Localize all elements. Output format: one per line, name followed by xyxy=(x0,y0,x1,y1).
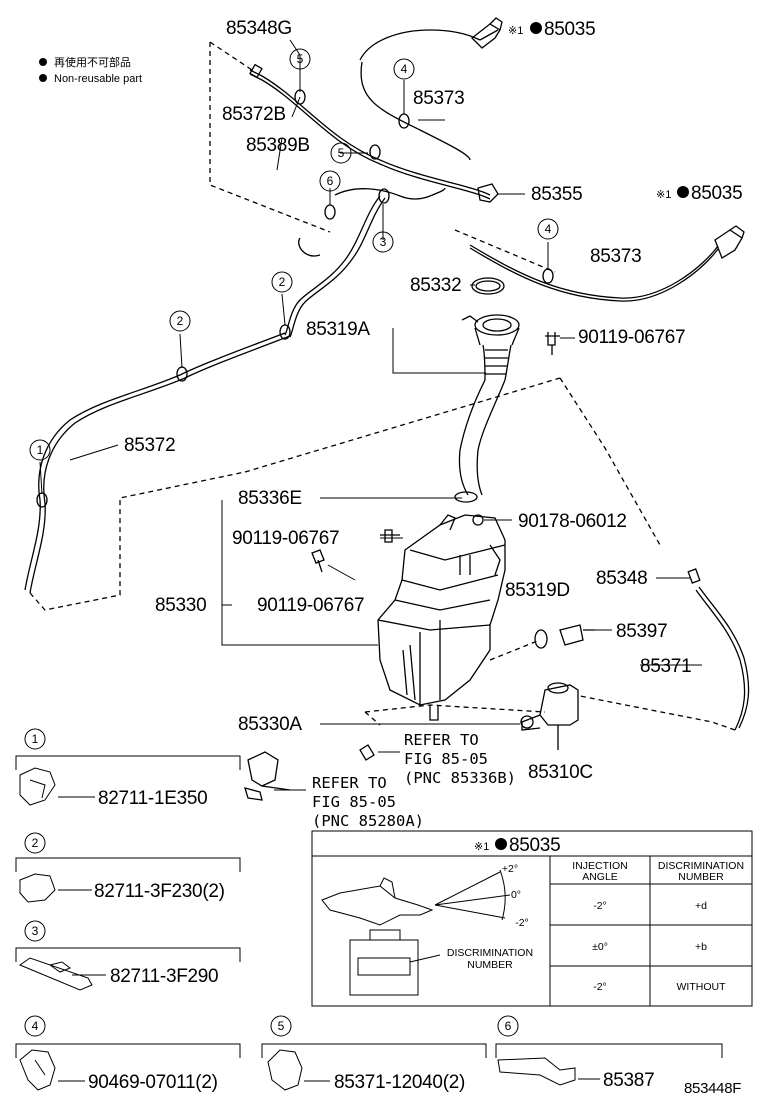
col-header-1b: ANGLE xyxy=(582,871,618,883)
part-label: 90119-06767 xyxy=(578,327,685,348)
bolts xyxy=(311,332,560,573)
part-label: 85348G xyxy=(226,18,292,39)
part-labels: 85348G 85372B 85389B 85373 85355 85373 8… xyxy=(124,18,742,1097)
washer-tank xyxy=(377,514,506,721)
callout-1: 1 xyxy=(37,443,44,457)
clip-box-num: 4 xyxy=(32,1019,39,1033)
row3-angle: -2° xyxy=(593,981,607,993)
legend-jp: 再使用不可部品 xyxy=(54,55,131,69)
hose-85371 xyxy=(579,586,750,731)
pump-85310C xyxy=(359,624,595,761)
clip-box-num: 3 xyxy=(32,924,39,938)
row1-disc: +d xyxy=(695,900,707,912)
clip-part: 82711-3F290 xyxy=(110,966,218,987)
part-label: 85372 xyxy=(124,435,175,456)
callout-numbers: 5 4 5 6 3 2 2 1 4 1 2 3 4 5 6 xyxy=(32,52,552,1033)
part-label: 85336E xyxy=(238,488,302,509)
row3-disc: WITHOUT xyxy=(677,981,727,993)
non-reusable-icon xyxy=(677,186,689,198)
mark-symbol: ※1 xyxy=(508,25,523,37)
part-label: 85355 xyxy=(531,184,582,205)
marked-parts: ※1 85035 ※1 85035 ※1 85035 xyxy=(474,19,743,856)
part-label: 85330 xyxy=(155,595,206,616)
figure-id: 853448F xyxy=(684,1080,741,1097)
clip-box-num: 1 xyxy=(32,732,39,746)
legend-en: Non-reusable part xyxy=(54,73,142,85)
callout-2: 2 xyxy=(177,314,184,328)
angle-minus: -2° xyxy=(515,917,529,929)
part-label: 85373 xyxy=(413,88,464,109)
clip-part: 82711-3F230(2) xyxy=(94,881,225,902)
angle-zero: 0° xyxy=(511,889,521,901)
refer-1-line1: REFER TO xyxy=(404,731,479,749)
table-title-part: 85035 xyxy=(509,835,560,856)
clip-part: 90469-07011(2) xyxy=(88,1072,218,1093)
clip-box-num: 6 xyxy=(505,1019,512,1033)
part-label: 85371 xyxy=(640,656,691,677)
mark-symbol: ※1 xyxy=(474,841,489,853)
nozzle-detail-table xyxy=(311,830,753,1007)
part-label: 90178-06012 xyxy=(518,511,627,532)
part-label: 90119-06767 xyxy=(232,528,339,549)
callout-4: 4 xyxy=(545,222,552,236)
refer-1-line3: (PNC 85336B) xyxy=(404,769,516,787)
callout-circles xyxy=(24,48,559,1037)
angle-plus: +2° xyxy=(502,863,518,875)
washer-motor xyxy=(244,751,291,801)
part-label: 85389B xyxy=(246,135,310,156)
callout-3: 3 xyxy=(380,235,387,249)
legend-bullet-icon xyxy=(39,74,47,82)
part-label: 85372B xyxy=(222,104,286,125)
table-text: +2° 0° -2° DISCRIMINATION NUMBER INJECTI… xyxy=(447,860,744,993)
part-label: 90119-06767 xyxy=(257,595,364,616)
callout-2: 2 xyxy=(279,275,286,289)
refer-2-line2: FIG 85-05 xyxy=(312,793,396,811)
part-label: 85332 xyxy=(410,275,461,296)
non-reusable-icon xyxy=(530,22,542,34)
nozzle-85035-top xyxy=(471,17,745,259)
refer-blocks: REFER TO FIG 85-05 (PNC 85336B) REFER TO… xyxy=(312,731,516,830)
part-label: 85330A xyxy=(238,714,302,735)
row1-angle: -2° xyxy=(593,900,607,912)
clip-box-num: 2 xyxy=(32,836,39,850)
clip-detail-boxes xyxy=(15,755,723,1091)
legend: 再使用不可部品 Non-reusable part xyxy=(39,55,142,85)
row2-disc: +b xyxy=(695,941,707,953)
disc-label-2: NUMBER xyxy=(467,959,513,971)
row2-angle: ±0° xyxy=(592,941,608,953)
callout-5: 5 xyxy=(338,146,345,160)
clip-box-num: 5 xyxy=(278,1019,285,1033)
clip-labels: 82711-1E350 82711-3F230(2) 82711-3F290 9… xyxy=(88,788,655,1093)
clip-part: 85387 xyxy=(603,1070,654,1091)
part-label: 85319D xyxy=(505,580,570,601)
filler-inlet xyxy=(458,277,520,496)
refer-2-line3: (PNC 85280A) xyxy=(312,812,424,830)
callout-5: 5 xyxy=(297,52,304,66)
callout-6: 6 xyxy=(327,174,334,188)
callout-4: 4 xyxy=(401,62,408,76)
col-header-1: INJECTION xyxy=(572,860,627,872)
refer-2-line1: REFER TO xyxy=(312,774,387,792)
part-label: 85348 xyxy=(596,568,647,589)
col-header-2b: NUMBER xyxy=(678,871,724,883)
part-label: 85397 xyxy=(616,621,667,642)
part-label: 85035 xyxy=(691,183,742,204)
part-label: 85373 xyxy=(590,246,641,267)
clip-part: 82711-1E350 xyxy=(98,788,207,809)
mark-symbol: ※1 xyxy=(656,189,671,201)
non-reusable-icon xyxy=(495,838,507,850)
legend-bullet-icon xyxy=(39,58,47,66)
clip-part: 85371-12040(2) xyxy=(334,1072,465,1093)
col-header-2: DISCRIMINATION xyxy=(658,860,744,872)
leader-lines xyxy=(39,39,702,791)
part-label: 85310C xyxy=(528,762,593,783)
part-label: 85319A xyxy=(306,319,370,340)
upper-hoses xyxy=(24,29,719,611)
part-label: 85035 xyxy=(544,19,595,40)
refer-1-line2: FIG 85-05 xyxy=(404,750,488,768)
disc-label-1: DISCRIMINATION xyxy=(447,947,533,959)
